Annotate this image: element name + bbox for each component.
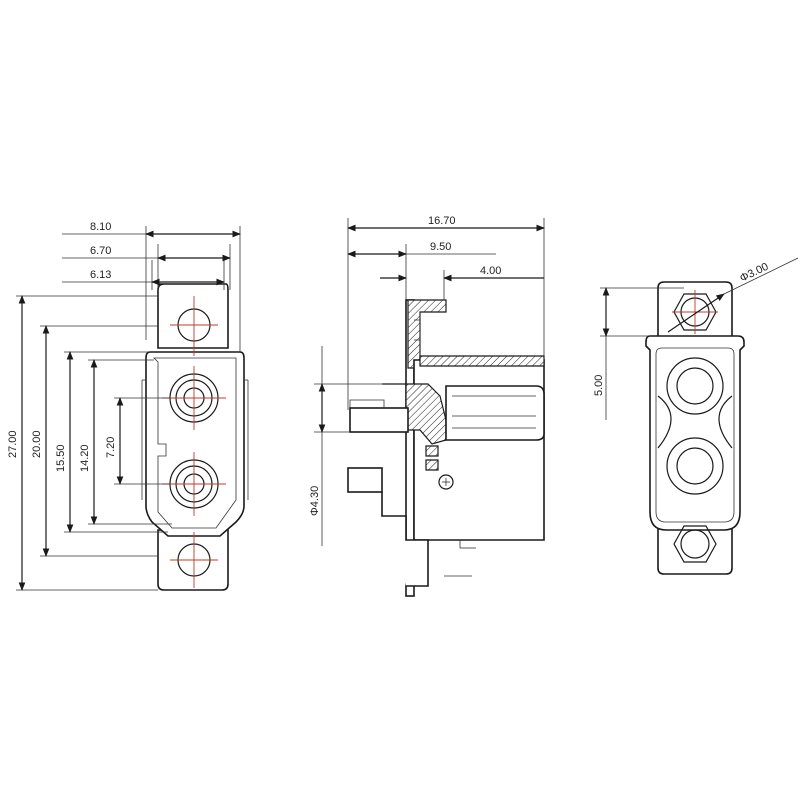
socket-top [666,357,724,415]
front-width-dims: 8.10 6.70 6.13 [62,221,241,352]
dim-613: 6.13 [90,269,111,281]
dim-1550: 15.50 [55,444,67,472]
socket-bottom [666,437,724,495]
ground-symbol-icon [438,474,454,490]
dim-720: 7.20 [105,437,117,458]
dim-670: 6.70 [90,245,111,257]
hex-nut-bottom [673,525,717,563]
back-view: 5.00 Φ3.00 [593,257,799,575]
dim-2000: 20.00 [31,430,43,458]
back-centerlines [672,290,718,334]
dim-300: Φ3.00 [738,261,770,285]
dim-1420: 14.20 [79,444,91,472]
dim-500: 5.00 [593,375,605,396]
front-view: 8.10 6.70 6.13 27.00 20.00 15.50 [7,221,249,591]
side-view: 16.70 9.50 4.00 Φ4.30 [309,215,545,597]
side-width-dims: 16.70 9.50 4.00 [347,215,545,410]
dim-1670: 16.70 [428,215,456,227]
dim-950: 9.50 [430,241,451,253]
dim-2700: 27.00 [7,430,19,458]
side-diameter-dim: Φ4.30 [309,346,384,546]
dim-430: Φ4.30 [309,486,321,516]
dim-810: 8.10 [90,221,111,233]
dim-400: 4.00 [480,265,501,277]
front-centerlines [162,296,226,588]
front-height-dims: 27.00 20.00 15.50 14.20 7.20 [7,295,172,591]
